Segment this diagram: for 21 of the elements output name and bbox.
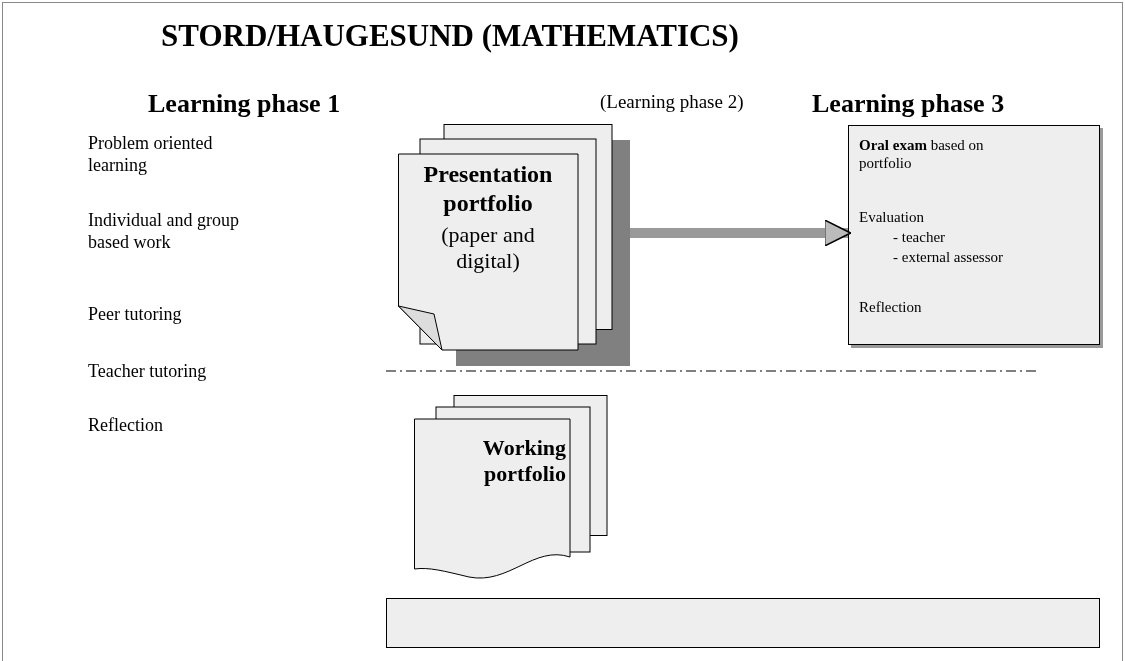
list-item: - teacher [893,228,946,246]
exam-card [848,125,1100,345]
title: STORD/HAUGESUND (MATHEMATICS) [160,18,740,54]
phase-heading: Learning phase 3 [812,88,1005,120]
activity-item: Peer tutoring [88,304,183,326]
phase-heading: (Learning phase 2) [600,91,744,114]
activity-item: Reflection [88,415,164,437]
activity-item: Individual and group based work [88,210,240,254]
document-stack [398,124,630,368]
activity-item: Problem oriented learning [88,133,214,177]
activity-item: Teacher tutoring [88,361,208,383]
portfolio-title: Working portfolio [481,435,566,488]
portfolio-title: Presentation portfolio [422,160,554,218]
arrow [630,219,852,247]
exam-description: Oral exam based on portfolio [859,136,985,172]
evaluation-heading: Evaluation [859,208,924,226]
phase-heading: Learning phase 1 [148,88,341,120]
empty-panel [386,598,1100,648]
portfolio-note: (paper and digital) [440,222,536,275]
list-item: - external assessor [893,248,1003,266]
reflection-text: Reflection [859,298,922,316]
